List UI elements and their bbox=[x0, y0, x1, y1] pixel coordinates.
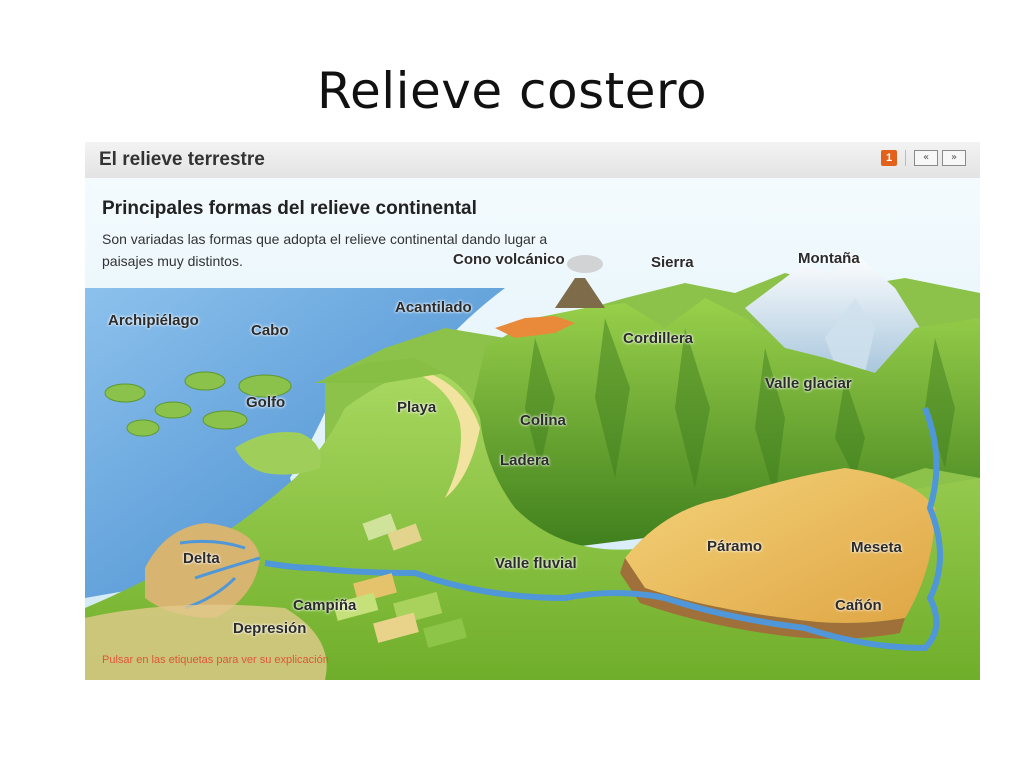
window-header: El relieve terrestre 1 « » bbox=[85, 142, 980, 179]
delta bbox=[145, 523, 260, 618]
label-canon[interactable]: Cañón bbox=[835, 597, 882, 614]
label-campina[interactable]: Campiña bbox=[293, 597, 357, 614]
label-valle-glaciar[interactable]: Valle glaciar bbox=[765, 375, 852, 392]
next-page-button[interactable]: » bbox=[942, 150, 966, 166]
glacier bbox=[825, 298, 875, 378]
snowy-mountain bbox=[745, 253, 920, 373]
previous-page-button[interactable]: « bbox=[914, 150, 938, 166]
river bbox=[264, 406, 943, 652]
archipelago-islands bbox=[104, 371, 292, 437]
label-golfo[interactable]: Golfo bbox=[246, 394, 286, 411]
page-number-badge[interactable]: 1 bbox=[881, 150, 897, 166]
window-title: El relieve terrestre bbox=[99, 149, 265, 170]
section-heading: Principales formas del relieve continent… bbox=[102, 198, 477, 219]
landscape-illustration bbox=[85, 178, 980, 680]
label-acantilado[interactable]: Acantilado bbox=[395, 299, 472, 316]
label-archipielago[interactable]: Archipiélago bbox=[108, 312, 199, 329]
label-playa[interactable]: Playa bbox=[397, 399, 437, 416]
label-depresion[interactable]: Depresión bbox=[233, 620, 307, 637]
relief-illustration-window: El relieve terrestre 1 « » bbox=[85, 142, 980, 680]
label-meseta[interactable]: Meseta bbox=[851, 539, 902, 556]
instruction-note: Pulsar en las etiquetas para ver su expl… bbox=[102, 654, 329, 666]
section-description: Son variadas las formas que adopta el re… bbox=[102, 231, 548, 269]
depression bbox=[85, 604, 327, 680]
label-paramo[interactable]: Páramo bbox=[707, 538, 763, 555]
lava-flow bbox=[495, 316, 575, 338]
nav-divider bbox=[905, 150, 906, 166]
volcano-smoke bbox=[567, 255, 603, 273]
label-cono-volcanico[interactable]: Cono volcánico bbox=[453, 251, 565, 268]
cape-headland bbox=[315, 358, 445, 383]
label-sierra[interactable]: Sierra bbox=[651, 254, 694, 271]
plateau bbox=[625, 468, 935, 623]
label-montana[interactable]: Montaña bbox=[798, 250, 860, 267]
beach bbox=[415, 368, 480, 498]
label-ladera[interactable]: Ladera bbox=[500, 452, 550, 469]
label-valle-fluvial[interactable]: Valle fluvial bbox=[495, 555, 577, 572]
ridge-shading bbox=[525, 318, 955, 498]
label-delta[interactable]: Delta bbox=[183, 550, 220, 567]
label-cordillera[interactable]: Cordillera bbox=[623, 330, 694, 347]
volcano bbox=[555, 278, 605, 308]
gulf-peninsula bbox=[235, 432, 321, 475]
page-navigation: 1 « » bbox=[881, 150, 966, 166]
slide-title: Relieve costero bbox=[316, 62, 708, 120]
label-colina[interactable]: Colina bbox=[520, 412, 566, 429]
label-cabo[interactable]: Cabo bbox=[251, 322, 289, 339]
